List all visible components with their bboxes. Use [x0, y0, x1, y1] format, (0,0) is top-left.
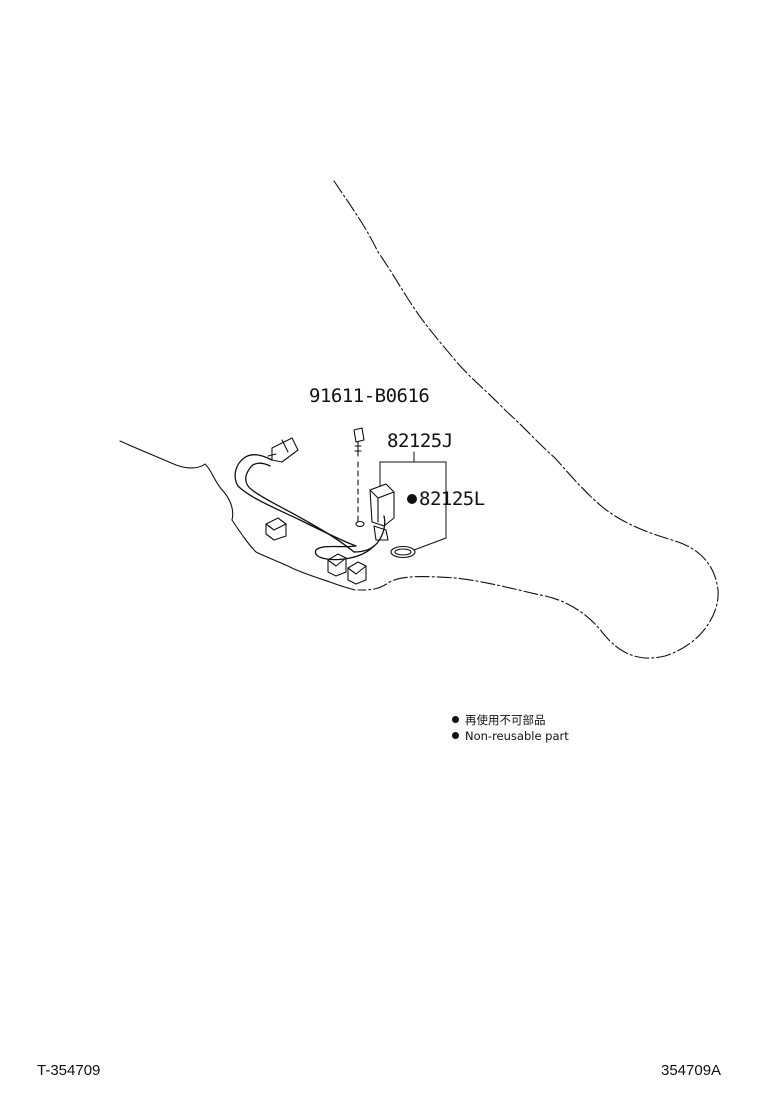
callout-sensor-part-number[interactable]: 82125J	[387, 430, 453, 452]
callout-oring-part-number[interactable]: 82125L	[407, 488, 485, 510]
harness-connector-1	[265, 517, 287, 541]
filled-circle-icon	[452, 732, 459, 739]
oring-part-number-text: 82125L	[419, 488, 485, 510]
wire-to-sensor	[353, 515, 386, 553]
legend-row-jp: 再使用不可部品	[452, 712, 546, 728]
footer-right-id: 354709A	[661, 1062, 722, 1079]
harness-connector-top	[267, 437, 299, 463]
footer-left-id: T-354709	[37, 1062, 101, 1079]
speed-sensor-part	[369, 483, 395, 541]
bolt-part	[353, 427, 365, 528]
legend-text-en: Non-reusable part	[465, 729, 569, 743]
wire-harness-loop	[314, 545, 375, 561]
harness-connector-2	[327, 553, 347, 577]
transmission-housing-outline	[333, 180, 719, 659]
wire-harness-upper	[234, 454, 357, 547]
housing-left-edge	[119, 440, 234, 521]
callout-bolt-part-number[interactable]: 91611-B0616	[309, 385, 430, 407]
valve-body-outline	[231, 519, 356, 591]
filled-circle-icon	[452, 716, 459, 723]
legend-text-jp: 再使用不可部品	[465, 713, 546, 727]
harness-connector-3	[347, 561, 367, 585]
wire-harness-lower	[245, 462, 355, 553]
non-reusable-marker-icon	[407, 494, 417, 504]
callout-bracket	[379, 451, 447, 551]
legend-row-en: Non-reusable part	[452, 729, 569, 743]
o-ring-part	[390, 545, 416, 559]
